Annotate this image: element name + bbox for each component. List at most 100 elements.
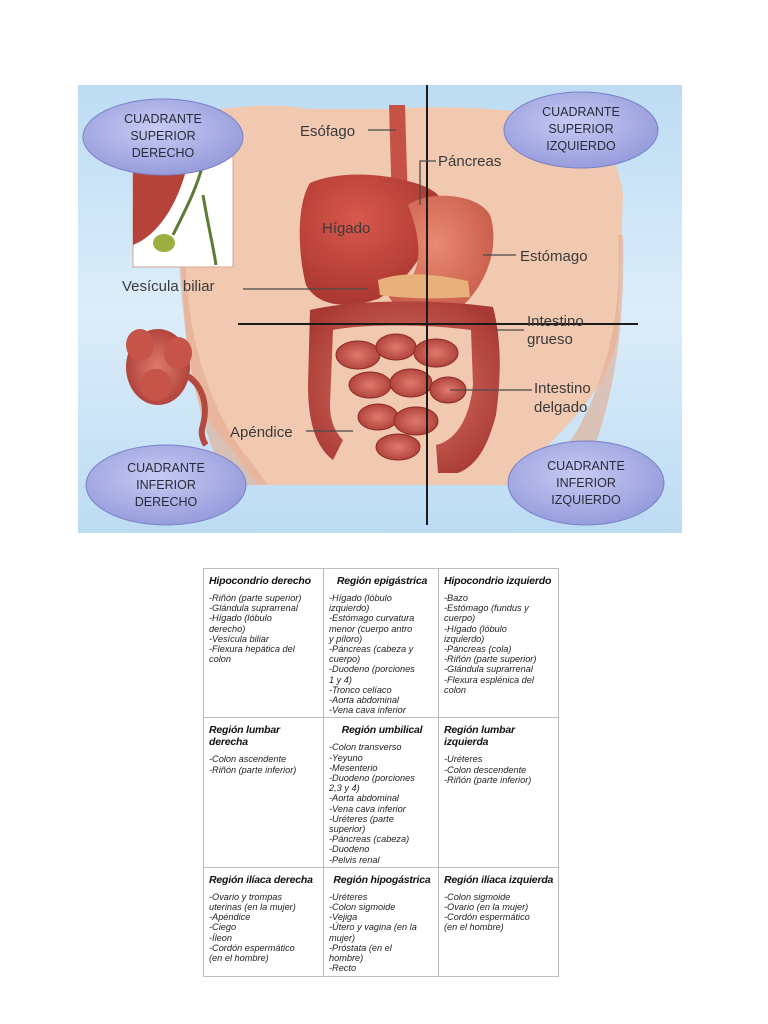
organ-item: colon [209,654,320,664]
organ-item: y píloro) [329,634,435,644]
organ-item: -Estómago curvatura [329,613,435,623]
organ-item: -Riñón (parte superior) [444,654,555,664]
region-cell: Región lumbar derecha -Colon ascendente-R… [204,718,324,867]
organ-item: -Aorta abdominal [329,695,435,705]
organ-item: -Uréteres [329,892,435,902]
organ-item: -Vejiga [329,912,435,922]
intestino-delgado-label-2: delgado [534,399,587,416]
svg-text:IZQUIERDO: IZQUIERDO [546,139,616,153]
region-header: Región epigástrica [329,575,435,587]
region-cell: Región ilíaca izquierda -Colon sigmoide-O… [439,867,559,976]
organ-item: -Páncreas (cabeza) [329,834,435,844]
organ-list: -Colon sigmoide-Ovario (en la mujer)-Cor… [444,892,555,933]
intestino-grueso-label-2: grueso [527,331,573,348]
pancreas-label: Páncreas [438,153,501,170]
apendice-label: Apéndice [230,424,293,441]
organ-item: -Colon transverso [329,742,435,752]
organ-item: -Vena cava inferior [329,705,435,715]
organ-item: -Pelvis renal [329,855,435,865]
region-cell: Hipocondrio izquierdo-Bazo-Estómago (fun… [439,569,559,718]
organ-item: -Ovario y trompas [209,892,320,902]
svg-text:DERECHO: DERECHO [135,495,198,509]
bubble-upper-left-body: CUADRANTE SUPERIOR IZQUIERDO [504,92,658,168]
organ-item: menor (cuerpo antro [329,624,435,634]
svg-text:CUADRANTE: CUADRANTE [542,105,620,119]
organ-item: -Estómago (fundus y [444,603,555,613]
organ-item: -Útero y vagina (en la [329,922,435,932]
intestino-grueso-label-1: Intestino [527,313,584,330]
organ-item: (en el hombre) [444,922,555,932]
region-header: Región ilíaca izquierda [444,874,555,886]
organ-item: -Uréteres [444,754,555,764]
organ-item: -Mesenterio [329,763,435,773]
organ-item: izquierdo) [444,634,555,644]
intestino-delgado-label-1: Intestino [534,380,591,397]
region-cell: Hipocondrio derecho -Riñón (parte superio… [204,569,324,718]
organ-item: -Apéndice [209,912,320,922]
organ-item: (en el hombre) [209,953,320,963]
region-cell: Región lumbar izquierda -Uréteres-Colon d… [439,718,559,867]
organ-item: -Duodeno [329,844,435,854]
bubble-lower-right-body: CUADRANTE INFERIOR DERECHO [86,445,246,525]
organ-item: uterinas (en la mujer) [209,902,320,912]
bubble-lower-left-body: CUADRANTE INFERIOR IZQUIERDO [508,441,664,525]
organ-item: -Tronco celíaco [329,685,435,695]
organ-list: -Colon ascendente-Riñón (parte inferior) [209,754,320,774]
organ-item: -Duodeno (porciones [329,773,435,783]
svg-text:INFERIOR: INFERIOR [556,476,616,490]
organ-item: -Flexura esplénica del [444,675,555,685]
organ-list: -Riñón (parte superior)-Glándula suprarr… [209,593,320,664]
svg-text:INFERIOR: INFERIOR [136,478,196,492]
svg-text:DERECHO: DERECHO [132,146,195,160]
svg-text:CUADRANTE: CUADRANTE [547,459,625,473]
organ-item: cuerpo) [444,613,555,623]
organ-item: -Colon ascendente [209,754,320,764]
organ-item: -Bazo [444,593,555,603]
organ-item: derecho) [209,624,320,634]
organ-item: -Duodeno (porciones [329,664,435,674]
organ-item: -Colon sigmoide [329,902,435,912]
organ-item: -Glándula suprarrenal [209,603,320,613]
organ-item: -Próstata (en el [329,943,435,953]
organ-list: -Colon transverso-Yeyuno-Mesenterio-Duod… [329,742,435,864]
abdominal-quadrants-figure: Esófago Páncreas Hígado Estómago Vesícul… [78,85,682,533]
organ-item: izquierdo) [329,603,435,613]
organ-item: -Cordón espermático [209,943,320,953]
organ-item: -Páncreas (cabeza y [329,644,435,654]
organ-item: 2,3 y 4) [329,783,435,793]
region-header: Hipocondrio derecho [209,575,320,587]
organ-item: -Hígado (lóbulo [209,613,320,623]
gallbladder-organ [153,234,175,252]
region-header: Región lumbar derecha [209,724,320,748]
organ-item: -Flexura hepática del [209,644,320,654]
organ-item: -Íleon [209,933,320,943]
organ-list: -Uréteres-Colon sigmoide-Vejiga-Útero y … [329,892,435,974]
region-header: Región lumbar izquierda [444,724,555,748]
bubble-upper-right-body: CUADRANTE SUPERIOR DERECHO [83,99,243,175]
organ-item: -Recto [329,963,435,973]
svg-text:SUPERIOR: SUPERIOR [130,129,195,143]
organ-item: -Vesícula biliar [209,634,320,644]
organ-item: -Colon sigmoide [444,892,555,902]
organ-item: -Colon descendente [444,765,555,775]
organ-item: -Uréteres (parte [329,814,435,824]
organ-item: -Riñón (parte inferior) [444,775,555,785]
organ-item: -Ovario (en la mujer) [444,902,555,912]
organ-item: 1 y 4) [329,675,435,685]
table-row: Región lumbar derecha-Colon ascendente-R… [204,718,559,867]
organ-item: -Riñón (parte inferior) [209,765,320,775]
svg-text:SUPERIOR: SUPERIOR [548,122,613,136]
region-header: Región ilíaca derecha [209,874,320,886]
organ-item: mujer) [329,933,435,943]
esofago-label: Esófago [300,123,355,140]
region-header: Región hipogástrica [329,874,435,886]
estomago-label: Estómago [520,248,588,265]
organ-item: superior) [329,824,435,834]
organ-item: -Hígado (lóbulo [329,593,435,603]
svg-text:CUADRANTE: CUADRANTE [127,461,205,475]
